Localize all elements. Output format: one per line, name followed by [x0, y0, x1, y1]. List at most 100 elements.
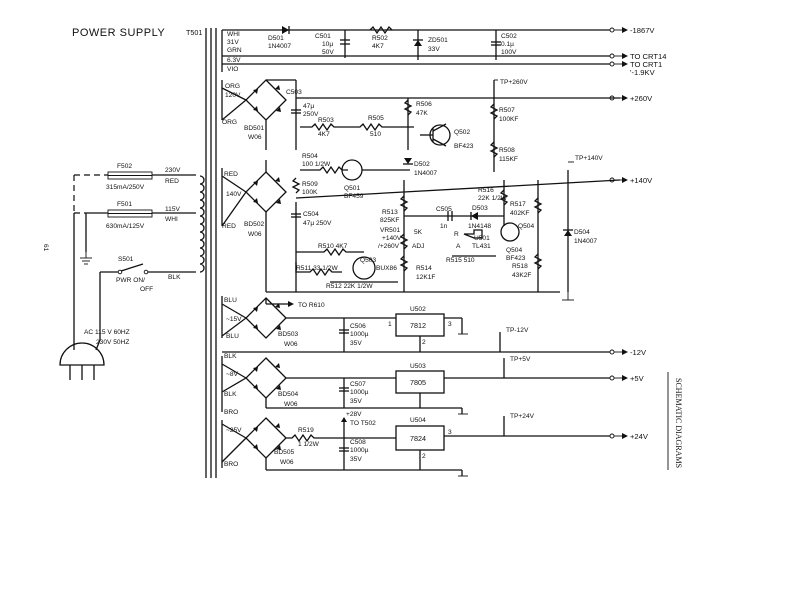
svg-text:WHI: WHI	[165, 216, 178, 223]
svg-text:C503: C503	[286, 89, 302, 96]
svg-text:1n: 1n	[440, 223, 448, 230]
ac-plug	[59, 342, 105, 366]
svg-text:BD503: BD503	[278, 331, 298, 338]
svg-text:BRO: BRO	[224, 409, 238, 416]
svg-text:R503: R503	[318, 117, 334, 124]
svg-text:250V: 250V	[303, 111, 319, 118]
svg-text:S501: S501	[118, 256, 134, 263]
supply-minus12v: BD503 W06 TO R610 C506 1000µ 35V U502 78…	[221, 297, 647, 357]
svg-text:R512 22K 1/2W: R512 22K 1/2W	[326, 283, 373, 290]
svg-text:C504: C504	[303, 211, 319, 218]
svg-text:WHI: WHI	[227, 31, 240, 38]
svg-text:BUX86: BUX86	[376, 265, 397, 272]
svg-text:R507: R507	[499, 107, 515, 114]
svg-text:12K1F: 12K1F	[416, 274, 435, 281]
svg-text:R504: R504	[302, 153, 318, 160]
svg-text:W06: W06	[248, 231, 262, 238]
svg-text:BF423: BF423	[506, 255, 526, 262]
svg-text:630mA/125V: 630mA/125V	[106, 223, 145, 230]
svg-text:230V: 230V	[165, 167, 181, 174]
svg-text:BLK: BLK	[224, 353, 237, 360]
output-plus24: +24V	[630, 432, 649, 441]
svg-text:6.3V: 6.3V	[227, 57, 241, 64]
svg-text:ORG: ORG	[222, 119, 237, 126]
svg-text:3: 3	[448, 429, 452, 436]
output-plus5: +5V	[630, 374, 645, 383]
svg-text:100V: 100V	[501, 49, 517, 56]
svg-text:43K2F: 43K2F	[512, 272, 531, 279]
tp-minus12v: TP-12V	[506, 327, 529, 334]
svg-text:22K 1/2W: 22K 1/2W	[478, 195, 508, 202]
svg-text:R506: R506	[416, 101, 432, 108]
svg-text:1 1/2W: 1 1/2W	[298, 441, 320, 448]
side-label: SCHEMATIC DIAGRAMS	[674, 378, 683, 468]
fuse-f501-label: F501	[117, 201, 132, 208]
svg-text:BRO: BRO	[224, 461, 238, 468]
svg-text:1000µ: 1000µ	[350, 447, 369, 454]
svg-text:115V: 115V	[165, 206, 181, 213]
svg-text:R518: R518	[512, 263, 528, 270]
svg-text:47µ 250V: 47µ 250V	[303, 220, 332, 227]
svg-text:50V: 50V	[322, 49, 334, 56]
svg-text:140V: 140V	[226, 191, 242, 198]
svg-text:BF423: BF423	[454, 143, 474, 150]
svg-text:BLU: BLU	[224, 297, 237, 304]
svg-text:Q504: Q504	[506, 247, 522, 254]
svg-text:C506: C506	[350, 323, 366, 330]
svg-text:35V: 35V	[350, 340, 362, 347]
svg-text:W06: W06	[284, 341, 298, 348]
svg-text:5K: 5K	[414, 229, 423, 236]
svg-text:1N4007: 1N4007	[268, 43, 291, 50]
svg-text:1N4007: 1N4007	[574, 238, 597, 245]
svg-text:47µ: 47µ	[303, 103, 314, 110]
svg-text:230V 50HZ: 230V 50HZ	[96, 339, 129, 346]
svg-text:4K7: 4K7	[372, 43, 384, 50]
svg-text:U504: U504	[410, 417, 426, 424]
regulator-260v: BD501 W06 C503 47µ 250V R503 4K7 R505 51…	[221, 79, 653, 200]
output-minus12: -12V	[630, 348, 647, 357]
svg-text:47K: 47K	[416, 110, 428, 117]
svg-text:TL431: TL431	[472, 243, 491, 250]
svg-text:~15V: ~15V	[226, 316, 242, 323]
svg-text:Q504: Q504	[518, 223, 534, 230]
output-minus1867: -1867V	[630, 26, 655, 35]
regulator-140v: BD502 W06 C504 47µ 250V R513 825KF VR501…	[221, 155, 653, 301]
svg-text:BD502: BD502	[244, 221, 264, 228]
t501-label: T501	[186, 28, 202, 37]
svg-text:1N4148: 1N4148	[468, 223, 491, 230]
svg-text:510: 510	[370, 131, 381, 138]
svg-text:BLK: BLK	[224, 391, 237, 398]
svg-text:7805: 7805	[410, 378, 426, 387]
svg-text:R515 510: R515 510	[446, 257, 475, 264]
svg-text:U502: U502	[410, 306, 426, 313]
svg-text:+28V: +28V	[346, 411, 362, 418]
svg-text:0.1µ: 0.1µ	[501, 41, 514, 48]
output-plus260: +260V	[630, 94, 653, 103]
svg-text:31V: 31V	[227, 39, 239, 46]
svg-text:120V: 120V	[225, 92, 241, 99]
svg-text:100KF: 100KF	[499, 116, 518, 123]
svg-text:AC 115 V 60HZ: AC 115 V 60HZ	[84, 329, 130, 336]
output-crt14: TO CRT14	[630, 52, 666, 61]
svg-text:R508: R508	[499, 147, 515, 154]
svg-text:R509: R509	[302, 181, 318, 188]
svg-text:1000µ: 1000µ	[350, 331, 369, 338]
hv-section: D501 1N4007 C501 10µ 50V R502 4K7 ZD501 …	[222, 25, 666, 77]
svg-text:R517: R517	[510, 201, 526, 208]
fuse-f502-label: F502	[117, 163, 132, 170]
svg-text:ORG: ORG	[225, 83, 240, 90]
output-crt1: TO CRT1	[630, 60, 662, 69]
supply-plus5v: BD504 W06 C507 1000µ 35V U503 7805 TP+5V…	[221, 356, 645, 415]
transformer-t501: T501	[186, 28, 223, 478]
svg-text:115KF: 115KF	[499, 156, 518, 163]
svg-text:W06: W06	[248, 134, 262, 141]
svg-text:1: 1	[388, 321, 392, 328]
svg-text:ADJ: ADJ	[412, 243, 424, 250]
svg-text:W06: W06	[280, 459, 294, 466]
svg-text:402KF: 402KF	[510, 210, 529, 217]
svg-text:~8V: ~8V	[226, 371, 239, 378]
svg-text:U501: U501	[474, 235, 490, 242]
bridge-bd501	[245, 79, 287, 121]
supply-plus24v: BD505 W06 R519 1 1/2W C508 1000µ 35V +28…	[221, 411, 649, 477]
svg-text:RED: RED	[224, 171, 238, 178]
